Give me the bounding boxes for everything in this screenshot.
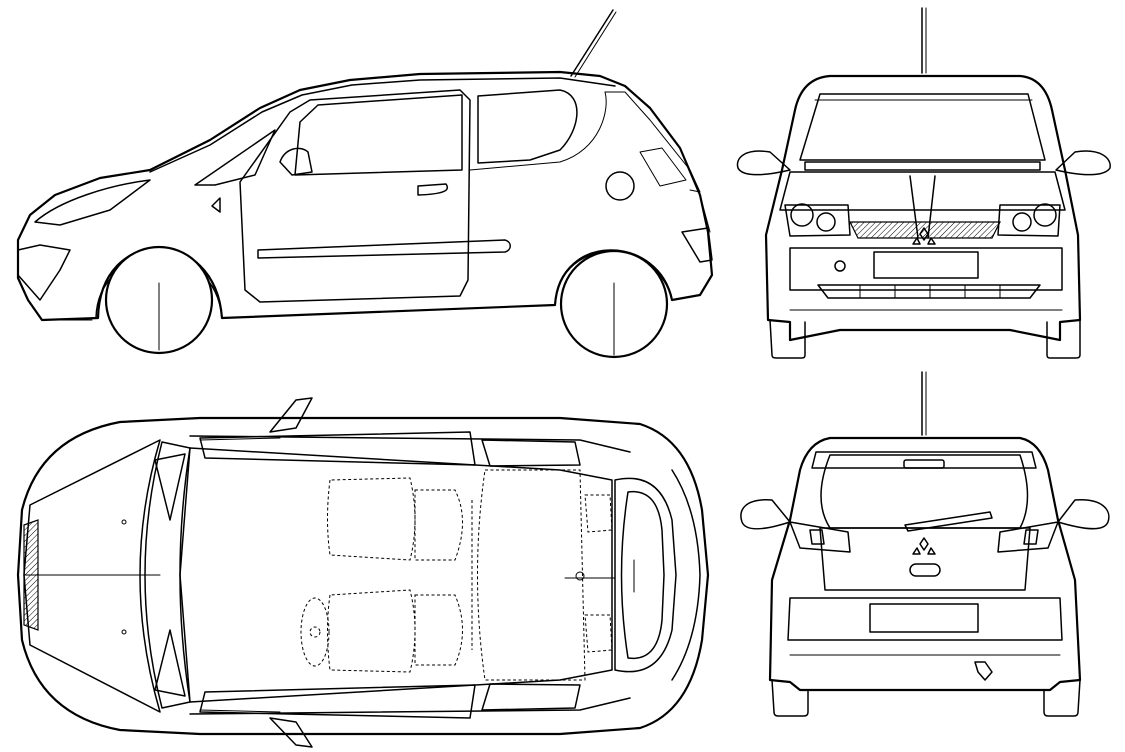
side-front-wheel — [95, 245, 223, 355]
top-interior-seats — [327, 469, 613, 681]
rear-left-mirror — [740, 499, 791, 530]
front-right-mirror — [1055, 150, 1111, 176]
rear-emblem-icon — [912, 537, 936, 555]
front-tow-hook — [834, 260, 846, 272]
top-roof — [179, 447, 613, 703]
side-headlamp — [34, 179, 151, 226]
front-right-headlight — [997, 203, 1061, 237]
front-windshield — [799, 93, 1046, 161]
top-windshield — [144, 441, 191, 709]
side-fuel-cap — [605, 171, 635, 201]
top-rear-window — [620, 490, 665, 660]
side-view — [16, 9, 714, 359]
front-bumper — [789, 247, 1063, 291]
top-wiper-left — [154, 453, 186, 521]
rear-wiper — [904, 511, 993, 532]
side-quarter-panel — [469, 91, 701, 193]
rear-view — [740, 371, 1110, 717]
side-door-handle — [417, 183, 448, 196]
side-rear-window — [477, 89, 578, 164]
rear-right-mirror — [1057, 499, 1110, 530]
rear-brake-light — [903, 459, 945, 469]
front-wiper — [804, 161, 1041, 171]
top-body-outline — [16, 416, 710, 736]
rear-left-taillight — [789, 521, 851, 553]
top-right-mirror — [269, 717, 313, 748]
side-a-pillar-window — [194, 129, 276, 186]
front-hood-center-crease — [909, 175, 936, 239]
top-steering-wheel-icon — [300, 597, 330, 667]
rear-right-taillight — [997, 521, 1059, 553]
rear-right-tire — [1043, 679, 1081, 717]
front-left-mirror — [736, 150, 791, 176]
top-right-door-glass — [199, 684, 476, 719]
front-antenna — [921, 7, 927, 74]
top-left-mirror — [269, 397, 313, 433]
front-right-tire — [1046, 319, 1081, 359]
rear-bumper — [787, 597, 1063, 641]
front-view — [736, 7, 1111, 359]
rear-left-tire — [771, 679, 809, 717]
side-marker-light — [211, 197, 221, 213]
side-body-trim — [257, 239, 511, 259]
front-hood — [779, 171, 1066, 211]
side-front-bumper — [17, 244, 71, 301]
rear-body-outline — [768, 436, 1082, 692]
side-antenna — [570, 9, 617, 78]
rear-window — [820, 454, 1029, 529]
top-wiper-right — [154, 629, 186, 697]
top-roof-left-rail — [189, 435, 631, 715]
rear-hatch-handle — [909, 563, 941, 577]
rear-antenna — [921, 371, 927, 436]
front-left-tire — [769, 319, 806, 359]
rear-roof-spoiler — [811, 451, 1037, 469]
rear-license-plate — [869, 603, 979, 633]
front-body-outline — [764, 74, 1082, 342]
rear-tow-hook — [974, 661, 993, 681]
side-door-outline — [239, 89, 471, 303]
top-hood — [23, 439, 161, 713]
front-lower-intake — [817, 284, 1041, 299]
side-rear-lamp — [681, 227, 713, 263]
top-rear-spoiler-edge — [671, 469, 701, 681]
front-emblem-icon — [912, 227, 936, 245]
top-view — [16, 397, 710, 748]
front-left-headlight — [784, 203, 851, 237]
front-license-plate — [873, 251, 979, 279]
top-rear-hatch — [614, 477, 677, 673]
top-rear-quarter-left — [481, 439, 581, 467]
side-rear-wheel — [554, 249, 673, 359]
top-left-door-glass — [199, 431, 476, 466]
rear-hatch-panel — [819, 527, 1031, 591]
side-front-window — [294, 94, 463, 176]
top-rear-quarter-right — [481, 683, 581, 711]
side-roof-line — [149, 77, 616, 173]
side-mirror — [279, 147, 313, 176]
